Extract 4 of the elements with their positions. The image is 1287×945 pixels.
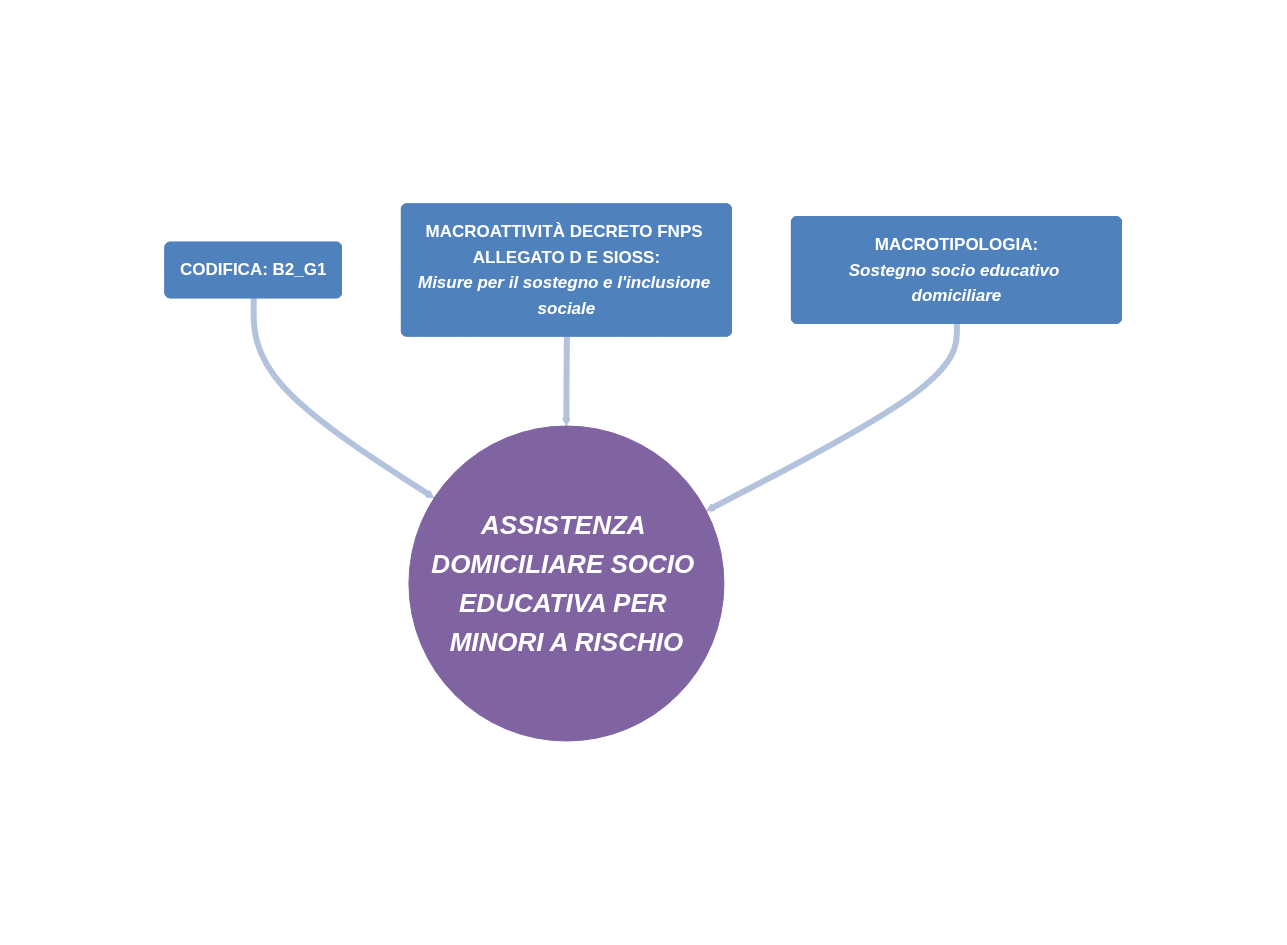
arrow <box>250 298 435 499</box>
arrow <box>706 323 961 512</box>
node-circle: ASSISTENZA DOMICILIARE SOCIO EDUCATIVA PER MINORI A RISCHIO <box>408 425 725 742</box>
arrow <box>562 336 572 427</box>
